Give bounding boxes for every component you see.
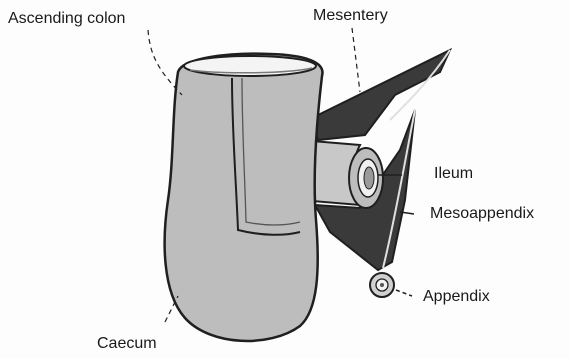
label-ascending-colon: Ascending colon	[8, 11, 125, 27]
label-mesentery: Mesentery	[313, 8, 388, 24]
leader-mesentery	[352, 28, 360, 92]
label-caecum: Caecum	[97, 336, 157, 352]
leader-appendix	[396, 290, 412, 296]
label-appendix: Appendix	[423, 289, 490, 305]
appendix-center	[380, 283, 384, 287]
label-ileum: Ileum	[434, 166, 473, 182]
ileum-inner	[364, 167, 374, 189]
mesentery-shape	[312, 50, 450, 140]
label-mesoappendix: Mesoappendix	[430, 206, 534, 222]
colon-body	[165, 54, 323, 341]
